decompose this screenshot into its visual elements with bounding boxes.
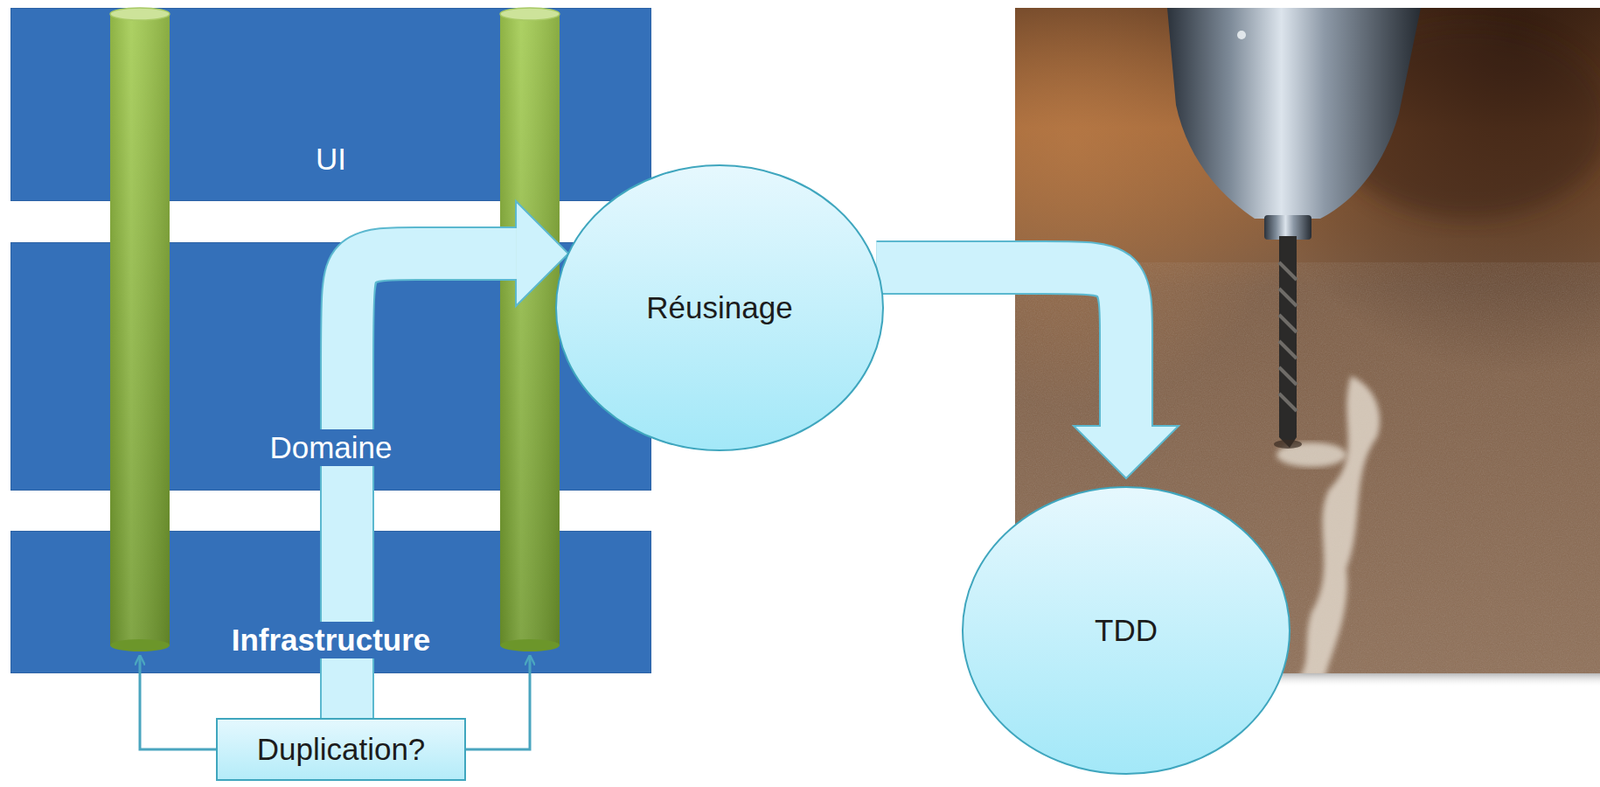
arrow-outline <box>876 267 1127 426</box>
layer-label: Infrastructure <box>224 621 439 659</box>
sawdust <box>1298 375 1380 674</box>
practice-ellipse: Réusinage <box>554 163 885 453</box>
block-arrow <box>347 253 516 718</box>
drill-chuck <box>1167 7 1421 219</box>
node-label: TDD <box>1094 612 1158 649</box>
layer-band: Infrastructure <box>10 530 652 674</box>
question-box: Duplication? <box>215 717 467 781</box>
column-cylinder <box>500 7 560 652</box>
block-arrow <box>876 267 1127 426</box>
column-cylinder <box>110 7 170 652</box>
node-label: Réusinage <box>646 289 793 327</box>
layer-label: Domaine <box>262 429 399 467</box>
node-label: Duplication? <box>257 730 426 768</box>
bracket-line <box>466 655 530 750</box>
layer-band: UI <box>10 7 652 202</box>
arrow-body <box>876 267 1127 426</box>
layer-label: UI <box>308 140 354 178</box>
arrow-outline <box>347 253 516 718</box>
layer-band: Domaine <box>10 242 652 491</box>
practice-ellipse: TDD <box>960 485 1292 776</box>
arrow-body <box>347 253 516 718</box>
drill-bit <box>1279 236 1297 438</box>
bracket-line <box>139 655 216 750</box>
